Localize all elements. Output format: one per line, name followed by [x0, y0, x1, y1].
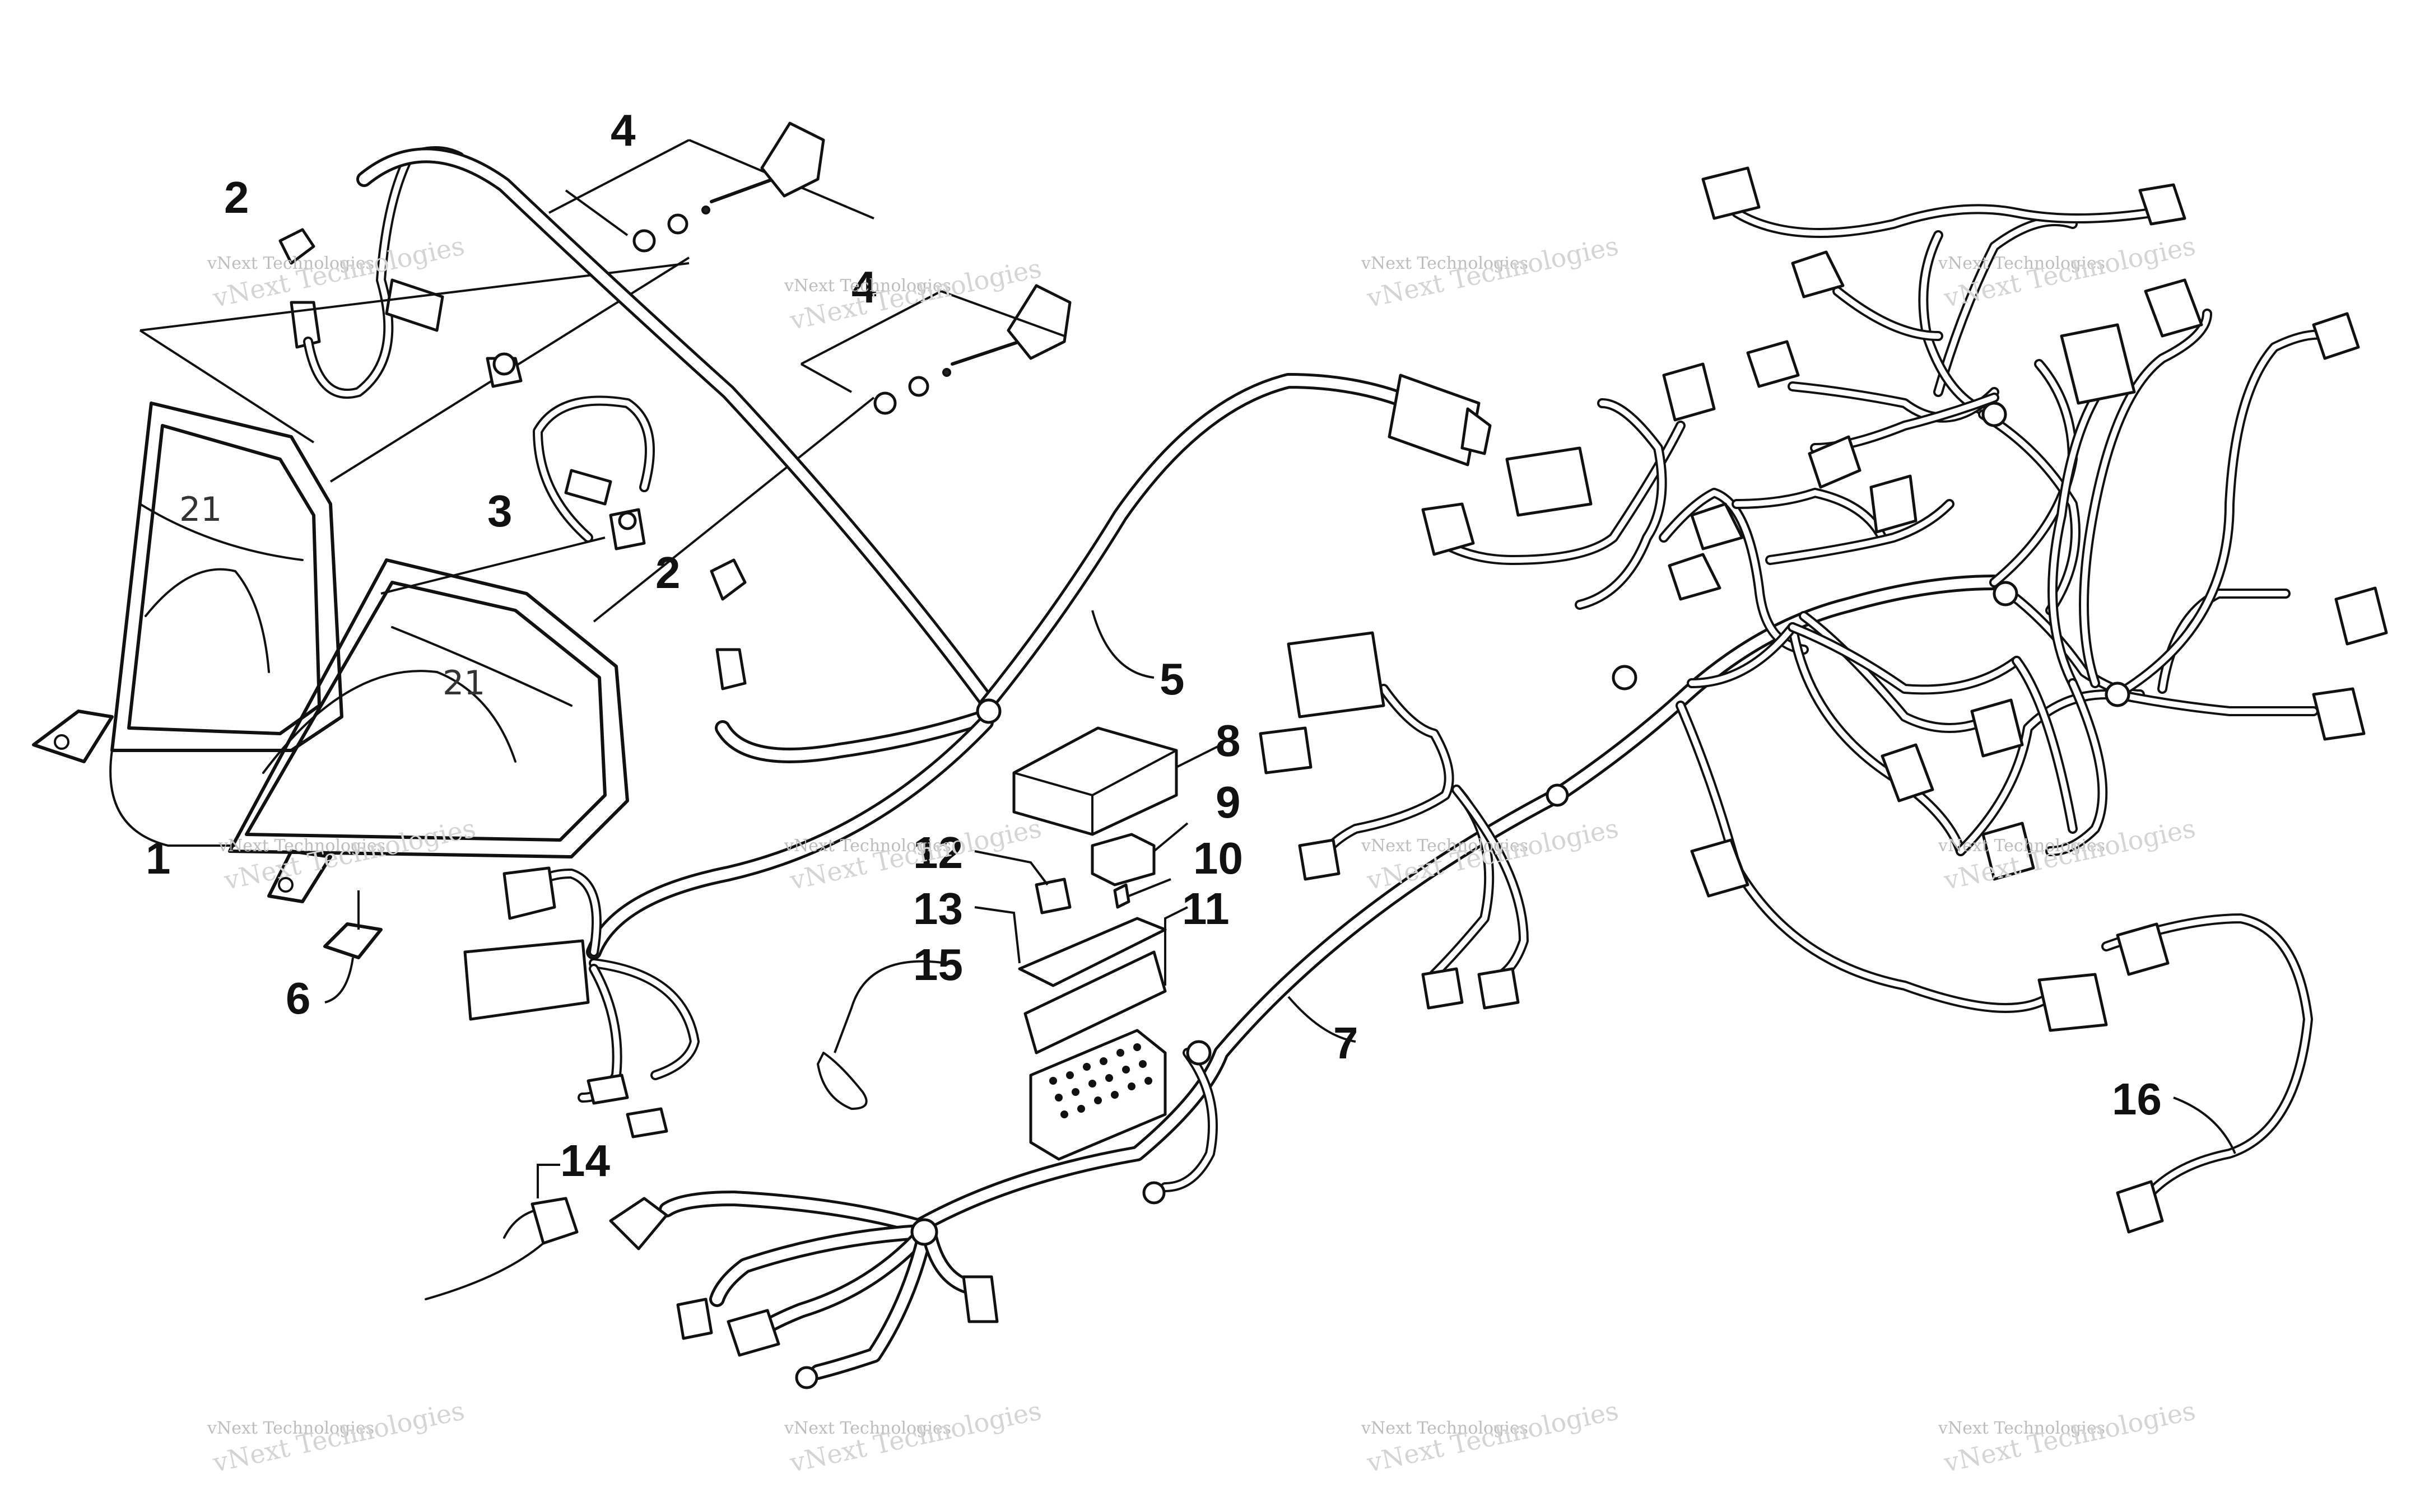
callout-13: 13 — [913, 884, 963, 934]
bracket-4-bottom-b — [941, 290, 1065, 337]
leader-13 — [974, 906, 1021, 964]
alignment-line-b — [593, 396, 875, 623]
adjuster-bottom — [873, 284, 1072, 415]
callout-3: 3 — [487, 486, 513, 536]
watermark-line1: vNext Technologies — [784, 1418, 951, 1438]
callout-16: 16 — [2112, 1074, 2162, 1124]
fuse-10 — [1113, 883, 1130, 909]
leader-11 — [1164, 906, 1188, 986]
relay-housing-8 — [1012, 726, 1178, 836]
leader-6 — [324, 957, 354, 1004]
leader-15 — [834, 960, 947, 1053]
headlight-logo-left: 21 — [179, 490, 222, 529]
leader-12 — [974, 850, 1049, 886]
callout-2-top: 2 — [224, 172, 249, 222]
watermark-line1: vNext Technologies — [1938, 836, 2105, 856]
callout-9: 9 — [1216, 777, 1241, 827]
right-harness-cluster — [1421, 166, 2388, 1032]
callout-7: 7 — [1333, 1018, 1358, 1068]
callout-1: 1 — [146, 833, 171, 883]
harness-5 — [356, 147, 1492, 960]
watermark-line1: vNext Technologies — [207, 254, 374, 273]
relay-12 — [1035, 878, 1072, 914]
cover-11 — [1023, 950, 1167, 1054]
adjuster-top — [632, 122, 825, 253]
watermark-line1: vNext Technologies — [218, 836, 385, 856]
watermark-line1: vNext Technologies — [1938, 254, 2105, 273]
leader-16 — [2173, 1096, 2236, 1154]
harness-16 — [2101, 913, 2313, 1234]
callout-8: 8 — [1216, 716, 1241, 766]
harness-5-left-end — [463, 866, 700, 1138]
relay-9 — [1091, 833, 1156, 886]
leader-10 — [1128, 878, 1171, 897]
callout-10: 10 — [1193, 833, 1243, 883]
alignment-line-d — [380, 536, 606, 595]
callout-6: 6 — [286, 973, 311, 1023]
alignment-line-c — [139, 329, 315, 444]
headlight-right: 21 — [228, 558, 629, 903]
callouts: 1 2 2 3 4 4 5 6 7 8 9 10 11 12 13 14 15 … — [146, 105, 2162, 1186]
headlight-logo-right: 21 — [443, 664, 485, 703]
watermark-line1: vNext Technologies — [1361, 254, 1528, 273]
clip-15 — [817, 1052, 868, 1110]
harness-7 — [659, 575, 2002, 1380]
callout-11: 11 — [1182, 884, 1230, 934]
bracket-4-top-c — [565, 189, 629, 236]
watermark-line1: vNext Technologies — [1938, 1418, 2105, 1438]
watermark-line1: vNext Technologies — [1361, 836, 1528, 856]
leader-14 — [537, 1164, 560, 1198]
watermark-line1: vNext Technologies — [1361, 1418, 1528, 1438]
callout-12: 12 — [913, 828, 963, 878]
callout-4-top: 4 — [611, 105, 636, 155]
callout-4-lower: 4 — [851, 262, 877, 312]
bulb-socket-3 — [533, 395, 655, 550]
bulb-socket-2-lower — [710, 558, 747, 690]
leader-5 — [1091, 610, 1155, 679]
bracket-4-top-a — [548, 139, 690, 214]
watermark-line1: vNext Technologies — [784, 836, 951, 856]
bracket-4-bottom-a — [801, 290, 942, 365]
callout-2-lower: 2 — [655, 548, 681, 598]
harness-7-mid-connectors — [1259, 631, 1529, 1010]
harness-7-left-connectors — [425, 1181, 1166, 1389]
fuse-block — [1029, 1029, 1167, 1161]
headlight-left: 21 — [32, 402, 343, 763]
callout-15: 15 — [913, 940, 963, 990]
leader-9 — [1153, 822, 1189, 852]
watermark-line1: vNext Technologies — [207, 1418, 374, 1438]
leader-8 — [1176, 744, 1222, 768]
callout-14: 14 — [560, 1136, 610, 1186]
watermark-line1: vNext Technologies — [784, 276, 951, 296]
leader-1 — [109, 750, 235, 847]
callout-5: 5 — [1160, 654, 1185, 704]
leader-7 — [1287, 996, 1356, 1043]
gasket-pad — [323, 922, 383, 959]
bracket-4-bottom-c — [801, 363, 852, 393]
